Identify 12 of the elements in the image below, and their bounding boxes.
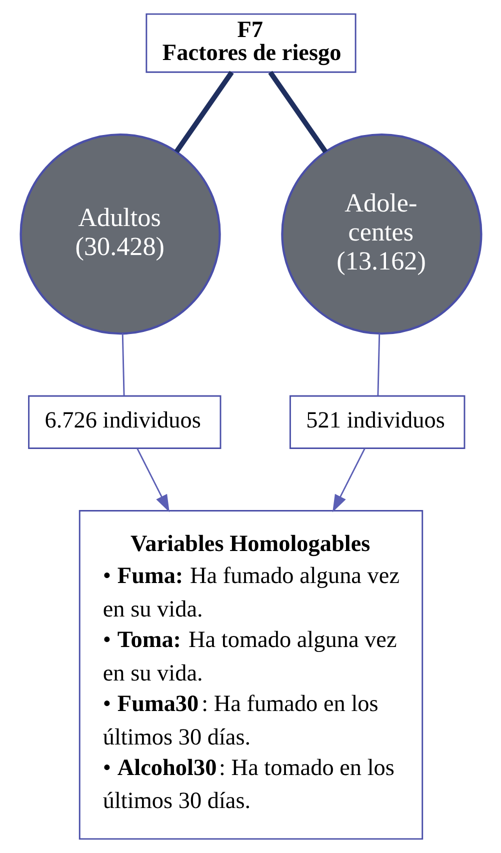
node-box: Variables Homologables • Fuma: Ha fumado alguna vez en su vida. • Toma: Ha tomado alguna vez en su vida. • Fuma30: Ha fumado en los últimos 30 días. • Alcohol30: Ha tomado en los últimos 30 días. xyxy=(78,510,423,840)
connector xyxy=(174,70,234,154)
node-box: 521 individuos xyxy=(288,395,465,450)
connector xyxy=(268,70,328,154)
node-box: 6.726 individuos xyxy=(28,395,221,450)
connector xyxy=(376,334,380,396)
connector xyxy=(121,334,124,396)
arrow xyxy=(332,448,365,512)
arrow xyxy=(136,448,169,512)
node-circle: Adultos (30.428) xyxy=(19,134,220,335)
node-box: F7 Factores de riesgo xyxy=(145,13,356,73)
node-circle: Adole- centes (13.162) xyxy=(280,134,482,335)
